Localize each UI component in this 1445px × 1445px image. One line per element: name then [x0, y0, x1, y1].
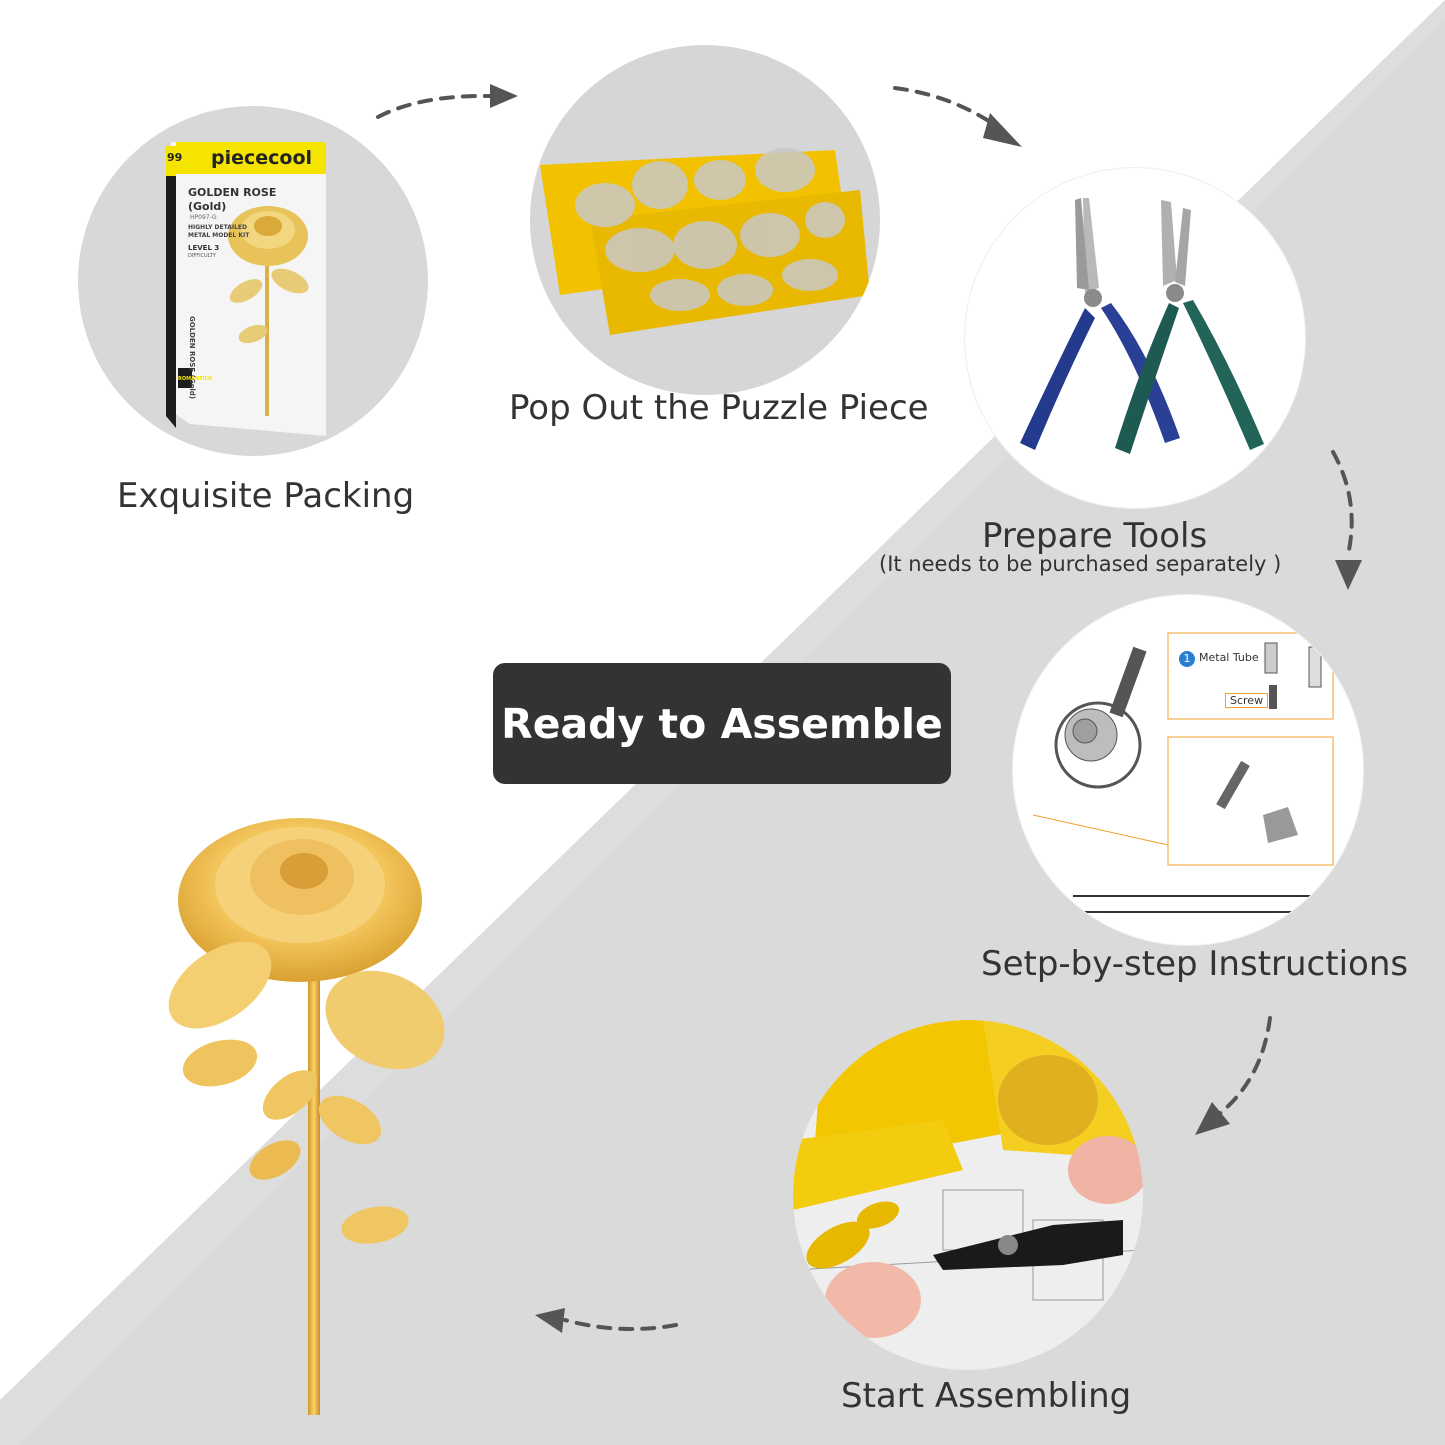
assembling-caption: Start Assembling [841, 1376, 1132, 1416]
box-brand: piececool [211, 147, 313, 169]
tools-caption: Prepare Tools [982, 516, 1208, 556]
instructions-caption: Setp-by-step Instructions [981, 944, 1409, 984]
puzzle-sheet-circle [530, 45, 880, 395]
metal-tube-label: Metal Tube [1199, 651, 1259, 664]
step-number-badge: 1 [1183, 652, 1191, 665]
packing-circle: piececool 99 GOLDEN ROSE (Gold) HP097-G … [78, 106, 428, 456]
tools-note: (It needs to be purchased separately ) [879, 552, 1282, 576]
arrow-head-3 [1335, 560, 1362, 590]
arrow-head-4 [1195, 1102, 1230, 1135]
pop-out-caption: Pop Out the Puzzle Piece [509, 388, 929, 428]
packing-caption: Exquisite Packing [117, 476, 415, 516]
box-code: HP097-G [190, 214, 217, 221]
box-tagline-1: HIGHLY DETAILED [188, 224, 248, 231]
golden-rose-image [168, 818, 445, 1415]
ready-to-assemble-banner: Ready to Assemble [493, 663, 951, 784]
box-number: 99 [167, 151, 183, 164]
box-title: GOLDEN ROSE [188, 186, 277, 199]
box-level: LEVEL 3 [188, 244, 220, 252]
box-difficulty: DIFFICULTY [188, 253, 216, 259]
box-tagline-2: METAL MODEL KIT [188, 232, 250, 239]
pliers-image [1020, 198, 1264, 454]
box-subtitle: (Gold) [188, 200, 227, 213]
instructions-circle: 1 Metal Tube Screw [1013, 595, 1363, 945]
arrow-head-1 [490, 84, 518, 108]
instruction-diagram [1032, 632, 1334, 913]
screw-label: Screw [1225, 693, 1269, 708]
puzzle-sheet-image [540, 148, 870, 335]
assembling-circle [793, 1020, 1143, 1370]
assembling-photo [793, 1020, 1143, 1370]
arrow-head-5 [535, 1308, 565, 1333]
arrow-head-2 [983, 113, 1022, 147]
tools-circle [965, 168, 1305, 508]
box-series: ROMANTICK [178, 376, 212, 382]
product-box-image [166, 142, 326, 436]
